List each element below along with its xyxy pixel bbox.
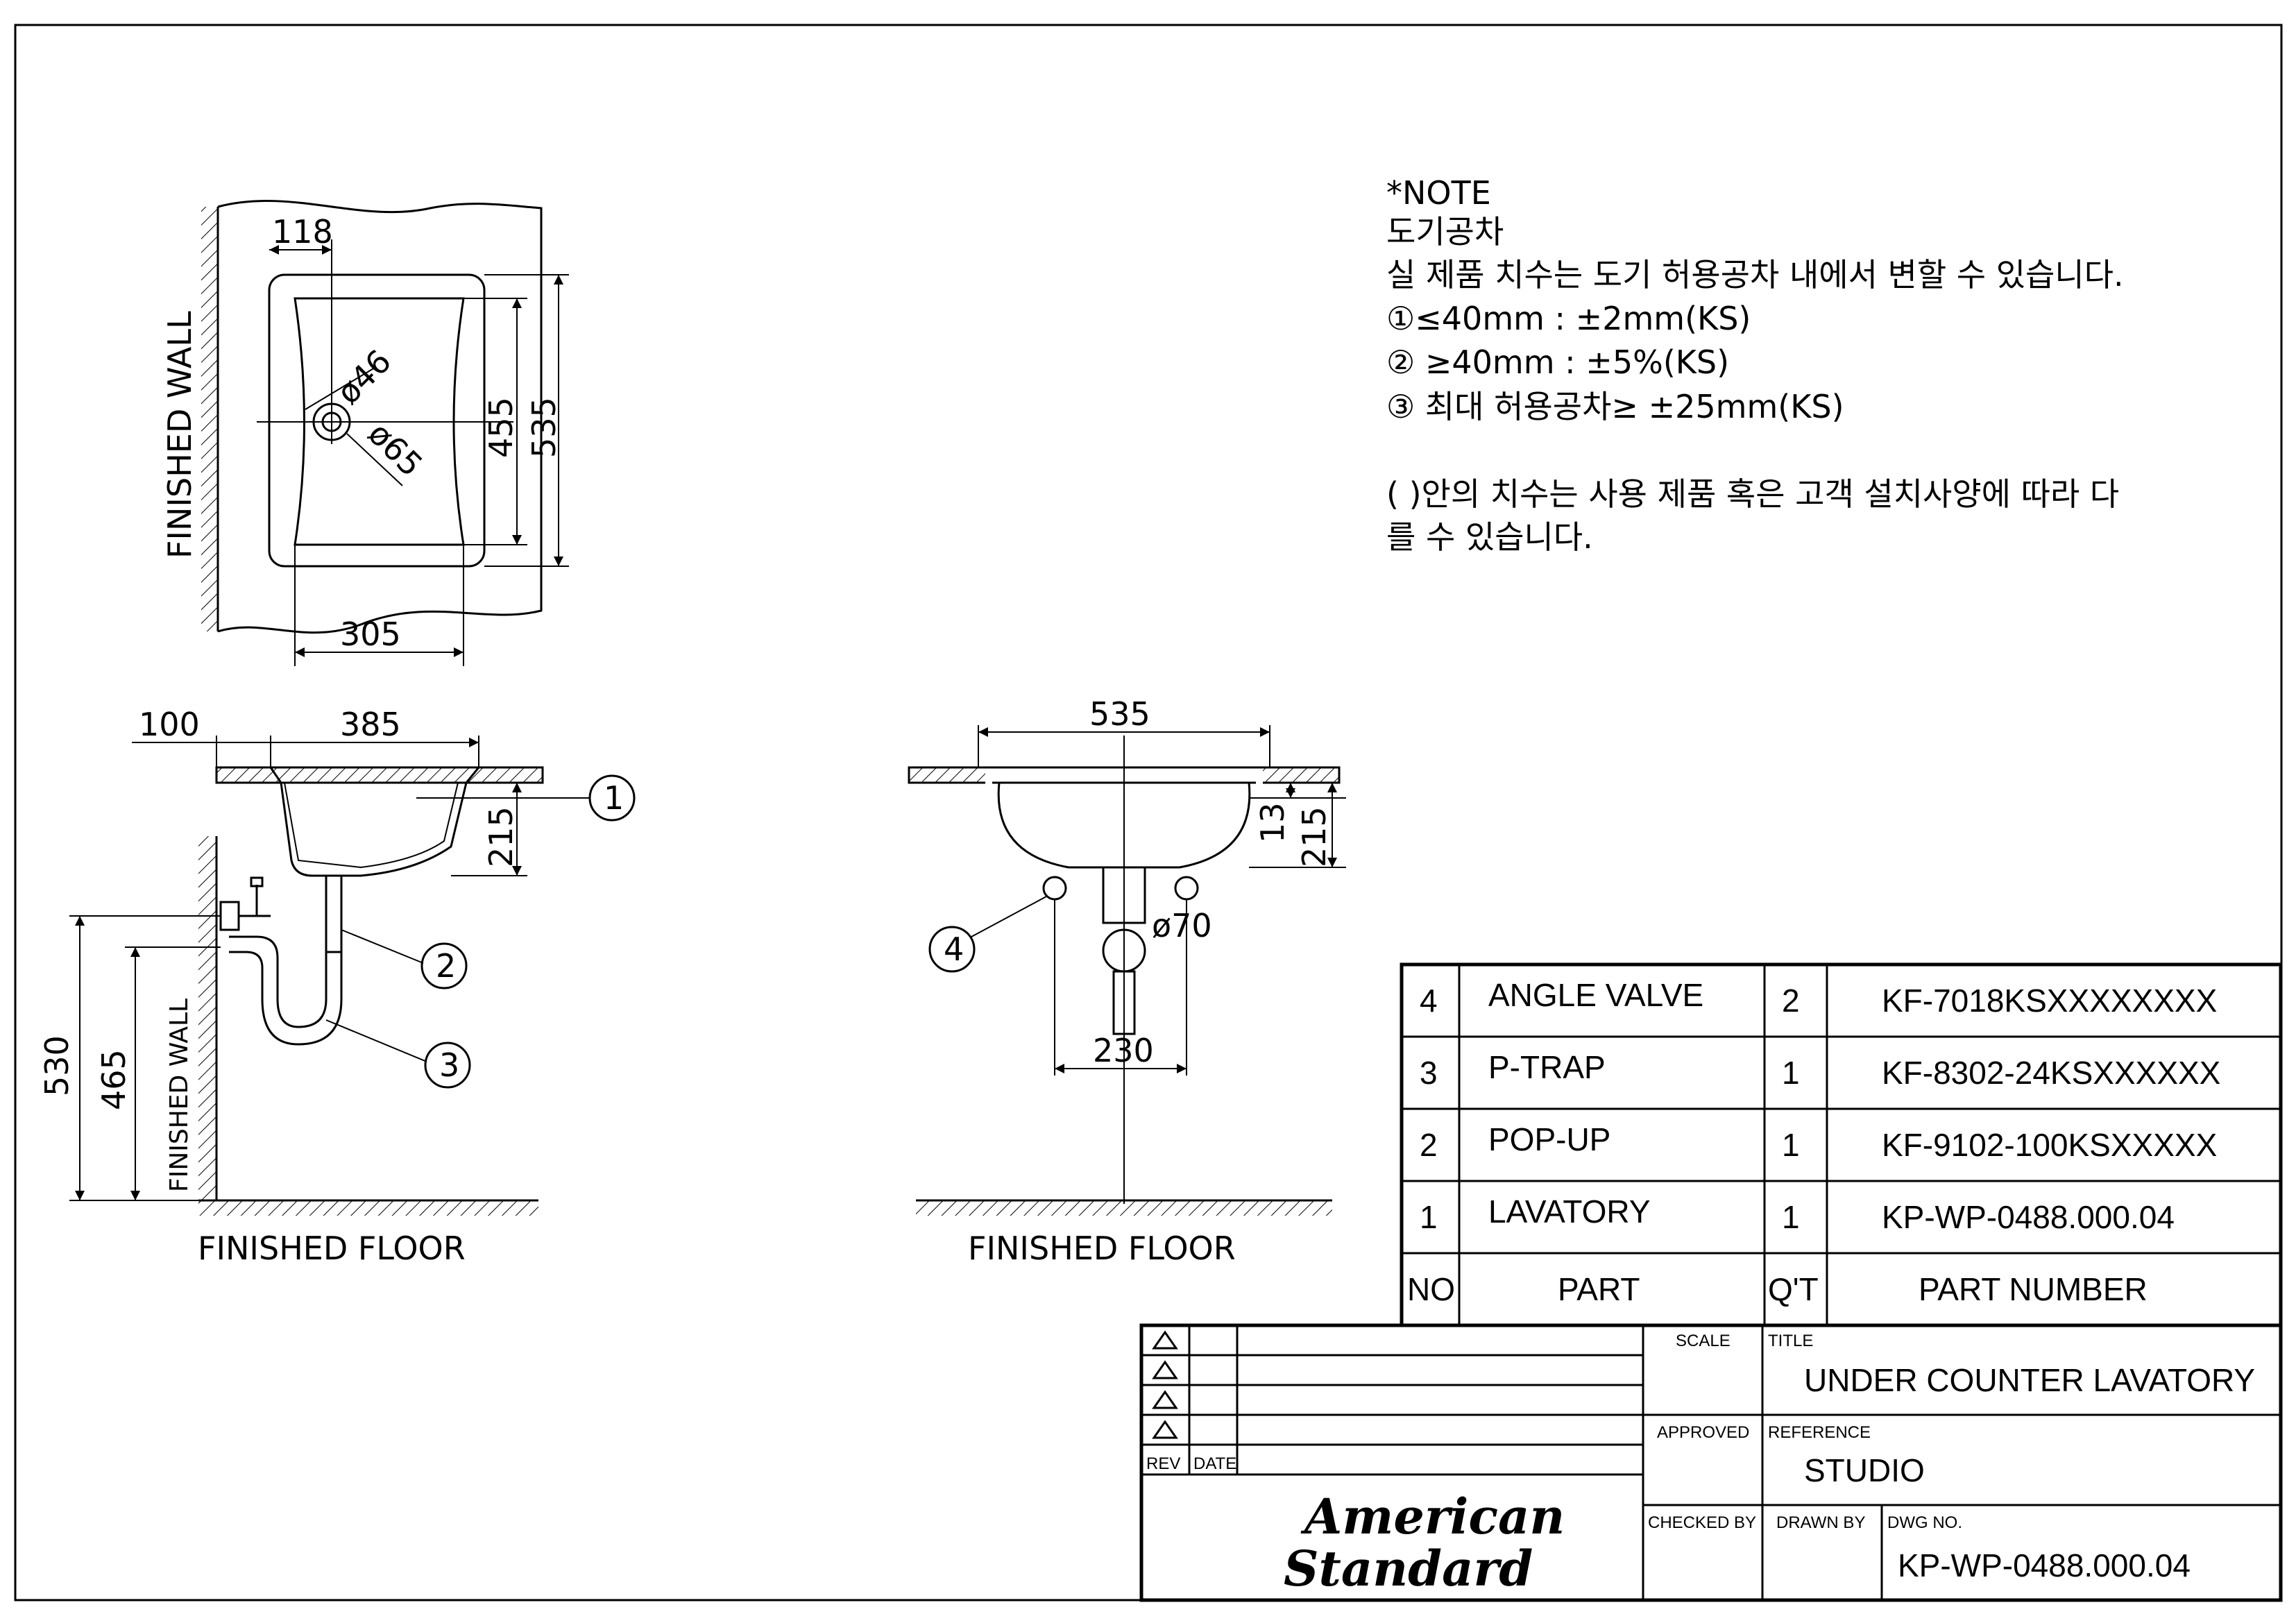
dim-465: 465 xyxy=(95,1049,133,1110)
front-floor-hatch xyxy=(916,1200,1332,1216)
dim-530: 530 xyxy=(38,1035,76,1096)
row-part: LAVATORY xyxy=(1488,1193,1651,1230)
row-part: ANGLE VALVE xyxy=(1488,977,1703,1013)
side-floor-label: FINISHED FLOOR xyxy=(198,1230,466,1267)
approved-label: APPROVED xyxy=(1657,1423,1749,1442)
callout-1-label: 1 xyxy=(604,779,624,817)
title-block: REV DATE SCALE TITLE UNDER COUNTER LAVAT… xyxy=(1139,1323,2283,1602)
note-tolerance-1: ①≤40mm : ±2mm(KS) xyxy=(1386,300,1751,337)
dim-118: 118 xyxy=(272,213,333,250)
rev-triangle-icon xyxy=(1152,1390,1178,1409)
table-row: 2 POP-UP 1 KF-9102-100KSXXXXX xyxy=(1420,1121,2217,1163)
dim-305: 305 xyxy=(340,615,401,653)
note-title: 도기공차 xyxy=(1386,213,1504,250)
callout-4-label: 4 xyxy=(944,931,964,968)
note-tolerance-3: ③ 최대 허용공차≥ ±25mm(KS) xyxy=(1386,388,1844,425)
dwg-number: KP-WP-0488.000.04 xyxy=(1898,1547,2191,1583)
drawn-label: DRAWN BY xyxy=(1776,1513,1865,1532)
note-paren-2: 를 수 있습니다. xyxy=(1386,518,1593,556)
rev-label: REV xyxy=(1146,1454,1180,1473)
note-paren-1: ( )안의 치수는 사용 제품 혹은 고객 설치사양에 따라 다 xyxy=(1386,475,2119,513)
table-header-row: NO PART Q'T PART NUMBER xyxy=(1407,1271,2148,1307)
rev-triangle-icon xyxy=(1152,1330,1178,1350)
row-no: 1 xyxy=(1420,1199,1438,1235)
parts-table: 4 ANGLE VALVE 2 KF-7018KSXXXXXXXX 3 P-TR… xyxy=(1400,962,2283,1327)
callout-3-label: 3 xyxy=(439,1046,459,1084)
basin-outer xyxy=(268,273,486,568)
side-angle-valve xyxy=(219,901,240,931)
side-floor-hatch xyxy=(198,1200,538,1216)
callout-1 xyxy=(588,774,636,822)
drawing-title: UNDER COUNTER LAVATORY xyxy=(1804,1362,2255,1398)
callout-2-label: 2 xyxy=(436,947,456,985)
side-counter xyxy=(215,766,544,784)
title-label: TITLE xyxy=(1768,1332,1813,1350)
note-block: *NOTE 도기공차 실 제품 치수는 도기 허용공차 내에서 변할 수 있습니… xyxy=(1386,174,2124,556)
side-basin xyxy=(269,767,480,877)
dim-d65: ø65 xyxy=(361,415,430,484)
checked-label: CHECKED BY xyxy=(1648,1513,1756,1532)
row-part: P-TRAP xyxy=(1488,1049,1606,1085)
reference-label: REFERENCE xyxy=(1768,1423,1871,1442)
front-floor-label: FINISHED FLOOR xyxy=(968,1230,1236,1267)
table-row: 1 LAVATORY 1 KP-WP-0488.000.04 xyxy=(1420,1193,2175,1235)
front-dim-535: 535 xyxy=(1089,695,1150,733)
row-qty: 1 xyxy=(1782,1199,1800,1235)
top-wall-label: FINISHED WALL xyxy=(161,311,198,559)
dwg-label: DWG NO. xyxy=(1887,1513,1962,1532)
side-dim-215: 215 xyxy=(482,806,520,867)
front-dim-13: 13 xyxy=(1254,802,1291,843)
rev-triangle-icon xyxy=(1152,1420,1178,1439)
front-valve-left xyxy=(1042,876,1067,901)
side-wall-hatch xyxy=(198,836,216,1200)
row-qty: 2 xyxy=(1782,983,1800,1019)
row-part: POP-UP xyxy=(1488,1121,1610,1157)
countertop-outline xyxy=(217,200,543,634)
row-part-number: KF-8302-24KSXXXXXX xyxy=(1882,1055,2220,1091)
row-no: 3 xyxy=(1420,1055,1438,1091)
row-part-number: KF-9102-100KSXXXXX xyxy=(1882,1127,2217,1163)
top-wall-hatch xyxy=(201,207,218,631)
dim-385: 385 xyxy=(340,706,401,743)
note-tolerance-2: ② ≥40mm : ±5%(KS) xyxy=(1386,343,1729,381)
front-dim-230: 230 xyxy=(1093,1032,1154,1069)
row-no: 2 xyxy=(1420,1127,1438,1163)
brand-logo-line1: American xyxy=(1300,1488,1565,1545)
callout-3 xyxy=(424,1042,471,1089)
side-wall-label: FINISHED WALL xyxy=(165,999,194,1192)
front-dim-215: 215 xyxy=(1295,806,1333,867)
top-view: 118 305 455 535 ø46 ø65 FINISHED WALL xyxy=(161,200,569,666)
side-ptrap xyxy=(229,935,328,1028)
side-popup xyxy=(325,874,343,953)
front-view: 535 13 215 ø70 230 FINISHED FLOOR 4 xyxy=(908,695,1346,1267)
table-row: 4 ANGLE VALVE 2 KF-7018KSXXXXXXXX xyxy=(1420,977,2217,1019)
callout-2 xyxy=(420,942,468,989)
dim-455: 455 xyxy=(482,397,520,458)
row-no: 4 xyxy=(1420,983,1438,1019)
note-line: 실 제품 치수는 도기 허용공차 내에서 변할 수 있습니다. xyxy=(1386,256,2124,294)
header-part-number: PART NUMBER xyxy=(1919,1271,2148,1307)
dim-d46: ø46 xyxy=(330,342,398,411)
header-qty: Q'T xyxy=(1768,1271,1819,1307)
reference-value: STUDIO xyxy=(1804,1452,1925,1488)
date-label: DATE xyxy=(1193,1454,1236,1473)
row-qty: 1 xyxy=(1782,1055,1800,1091)
brand-logo-line2: Standard xyxy=(1284,1540,1533,1597)
dim-535: 535 xyxy=(525,397,563,458)
header-no: NO xyxy=(1407,1271,1455,1307)
front-valve-right xyxy=(1174,876,1199,901)
row-part-number: KF-7018KSXXXXXXXX xyxy=(1882,983,2217,1019)
row-part-number: KP-WP-0488.000.04 xyxy=(1882,1199,2175,1235)
table-row: 3 P-TRAP 1 KF-8302-24KSXXXXXX xyxy=(1420,1049,2220,1091)
row-qty: 1 xyxy=(1782,1127,1800,1163)
note-header: *NOTE xyxy=(1386,174,1491,212)
callout-4 xyxy=(928,926,976,973)
dim-100: 100 xyxy=(139,706,200,743)
scale-label: SCALE xyxy=(1676,1332,1730,1350)
side-view: 100 385 215 530 465 FINISHED WALL FINISH… xyxy=(38,706,636,1267)
front-dim-d70: ø70 xyxy=(1152,907,1212,944)
rev-triangle-icon xyxy=(1152,1360,1178,1379)
header-part: PART xyxy=(1558,1271,1640,1307)
